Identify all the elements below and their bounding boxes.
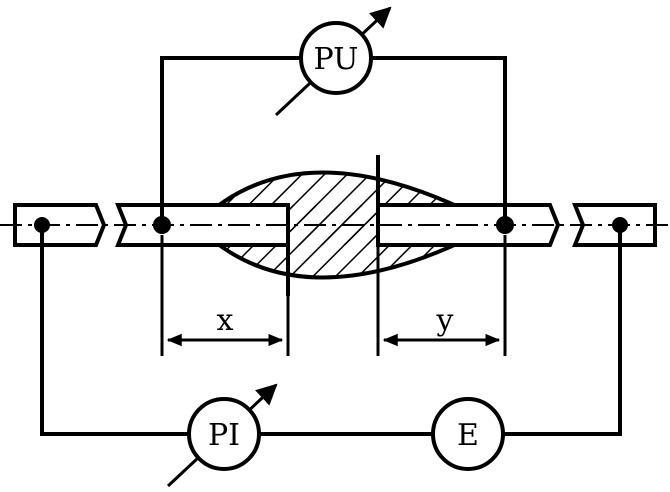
contact-dot [496,216,514,234]
contact-dot [34,217,50,233]
source-label: E [457,418,479,453]
overlap-region [286,155,380,296]
voltmeter-label: PU [314,42,359,77]
dimension-y [376,235,507,356]
dimension-y-label: y [436,303,454,338]
contact-dot [612,217,628,233]
ammeter-icon: PI [166,383,278,488]
dimension-x [160,235,290,356]
ammeter-label: PI [208,418,240,453]
current-circuit-wire [40,225,622,436]
contact-dot [153,216,171,234]
power-source-icon: E [431,397,505,471]
contact-points [34,216,628,234]
voltage-circuit-wire [160,56,507,225]
dimension-x-label: x [217,303,234,338]
voltmeter-icon: PU [274,6,392,117]
